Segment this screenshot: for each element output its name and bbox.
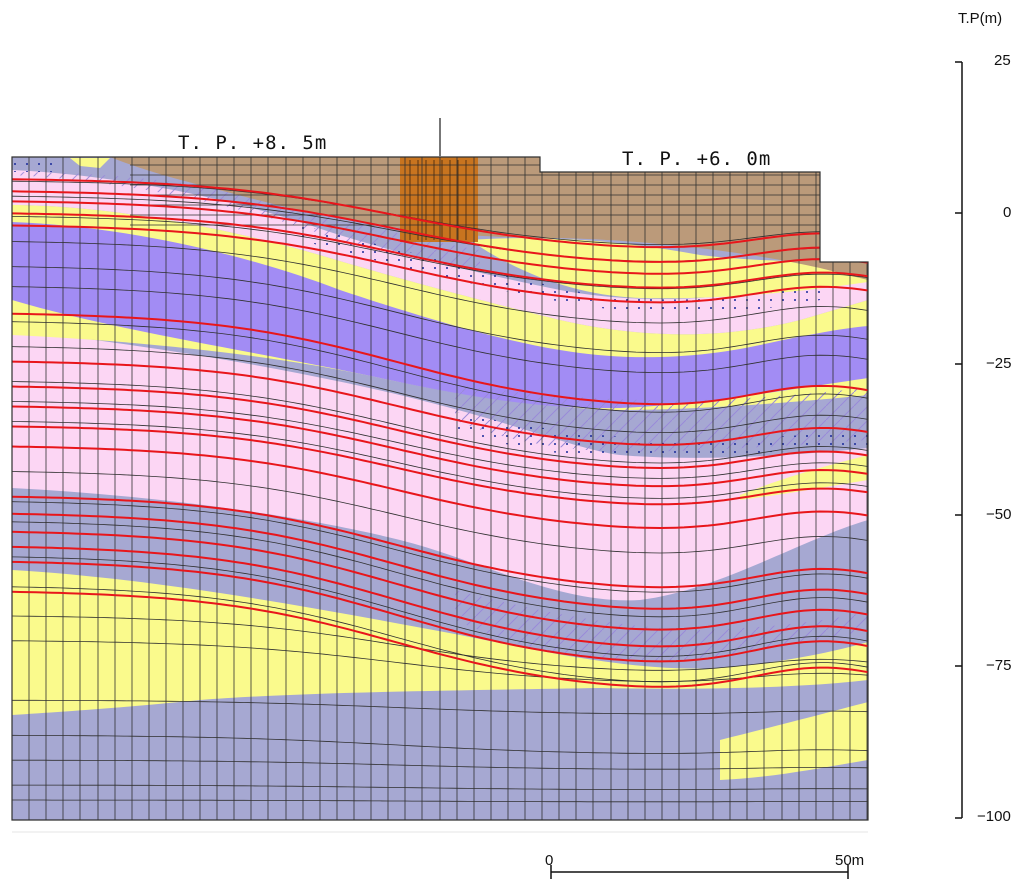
hatch-zone-lower [455,590,868,662]
scale-bar-end-label: 50m [835,852,865,869]
contour-line [12,560,868,663]
mesh-horizontal-line [12,346,868,434]
mesh-horizontal-line [12,401,868,479]
scale-bar [550,865,849,879]
mesh-horizontal-line [12,321,868,413]
contour-line [12,530,868,631]
mesh-horizontal-line [12,216,868,290]
mesh-horizontal-line [12,640,868,682]
mesh-horizontal-line [12,615,868,671]
layer-purple [12,222,868,409]
lens-right-mid [740,455,868,500]
contour-line [12,224,868,304]
contour-line [12,385,868,470]
mesh-horizontal-line [12,266,868,354]
axis-tick-label: −50 [986,506,1012,523]
contour-line [12,178,868,249]
axis-tick-label: −75 [986,657,1012,674]
axis-tick-label: 0 [1003,204,1012,221]
contour-line [12,312,868,406]
mesh-horizontal-line [12,586,868,683]
mesh-horizontal-line [12,286,868,374]
axis-tick-label: −100 [977,808,1011,825]
elevation-axis [955,61,963,819]
mesh-outline [11,156,869,821]
axis-tick-label: −25 [986,355,1012,372]
mesh-horizontal-line [12,381,868,464]
lens-right-bottom [720,702,868,780]
contour-line [12,512,868,610]
mesh-horizontal-line [12,521,868,618]
dotted-zone-mid [455,412,868,458]
contour-line [12,190,868,263]
left-elevation-label: T. P. +8. 5m [178,132,328,154]
mesh-horizontal-line [12,734,868,754]
mesh-horizontal-line [12,241,868,324]
contour-line [12,495,868,589]
contour-line [12,545,868,648]
contour-line [12,445,868,530]
mesh-horizontal-line [12,501,868,593]
fe-mesh [12,157,868,820]
contour-line [12,212,868,289]
right-elevation-label: T. P. +6. 0m [622,148,772,170]
contour-lines [12,178,868,688]
layer-sand-upper [12,205,868,358]
contour-line [12,200,868,275]
dotted-zone-top-left [12,158,60,172]
layer-fill-soil [110,157,868,280]
contour-line [12,360,868,446]
scale-bar-start-label: 0 [545,852,554,869]
mesh-horizontal-line [12,699,868,715]
mesh-horizontal-line [12,799,868,803]
contour-line [12,405,868,488]
axis-tick-label: 25 [994,52,1011,69]
axis-unit-label: T.P(m) [958,10,1003,27]
contour-line [12,590,868,688]
mesh-horizontal-line [12,759,868,770]
contour-line [12,425,868,506]
mesh-horizontal-line [12,471,868,554]
mesh-horizontal-line [12,556,868,657]
mesh-horizontal-line [12,421,868,499]
mesh-horizontal-line [12,784,868,790]
